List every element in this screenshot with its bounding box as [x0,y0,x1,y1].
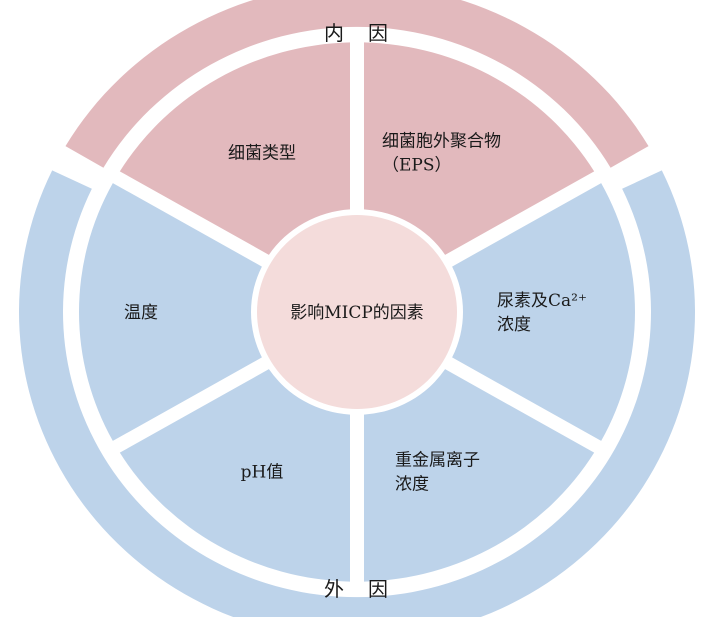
segment-label-ph: pH值 [241,463,284,483]
segment-heavy-metal [363,369,595,582]
segment-label-heavy-metal: 重金属离子浓度 [395,451,480,495]
segment-bacteria-type [119,42,351,255]
segment-temperature [78,183,262,441]
center-label: 影响MICP的因素 [290,303,424,323]
center-circle [257,214,457,409]
internal-factors-label: 内 因 [324,21,390,45]
segment-label-urea-calcium: 尿素及Ca²⁺浓度 [497,291,587,335]
segment-label-bacteria-type: 细菌类型 [228,143,296,163]
segment-eps [363,42,595,255]
segment-ph [119,369,351,582]
segment-label-temperature: 温度 [124,303,158,323]
outer-ring-internal [65,0,649,168]
segment-urea-calcium [452,183,635,441]
external-factors-label: 外 因 [324,577,390,601]
segment-label-eps: 细菌胞外聚合物（EPS） [382,131,501,175]
factor-segments [78,42,635,582]
